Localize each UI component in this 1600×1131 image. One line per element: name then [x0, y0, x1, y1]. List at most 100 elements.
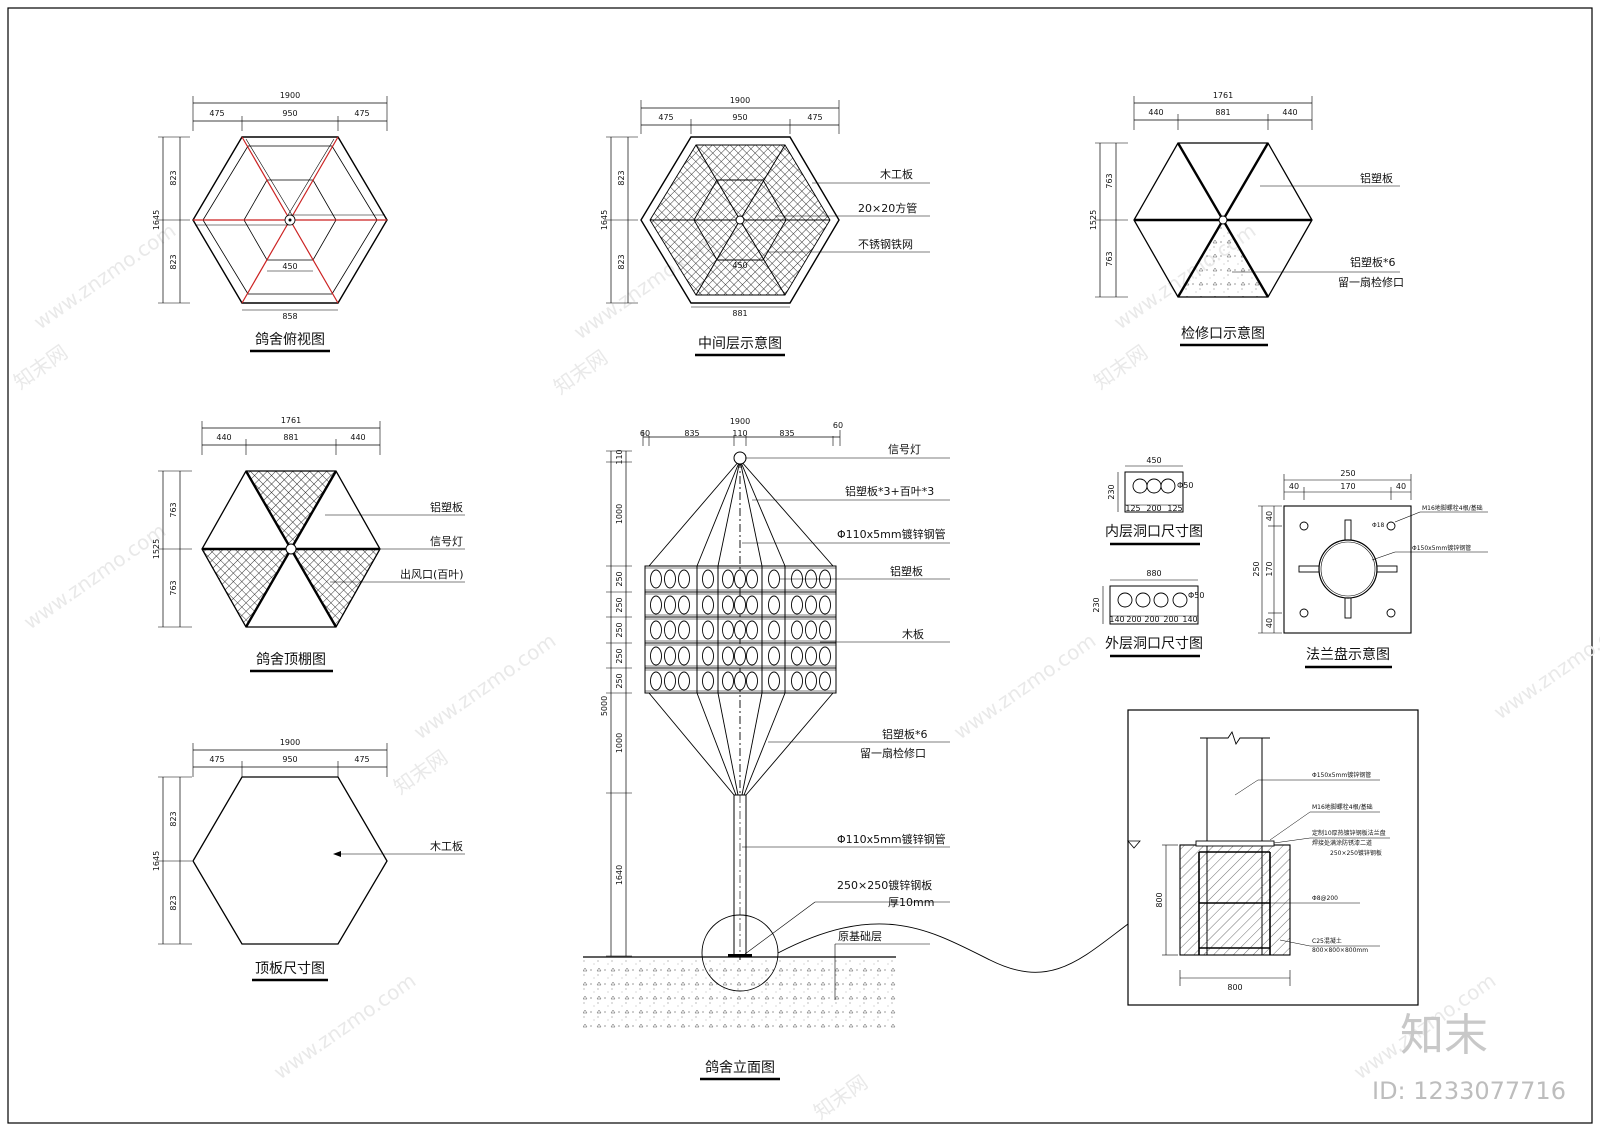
watermark-brand: 知末网 — [1089, 340, 1152, 394]
dim-bottom: 881 — [732, 309, 747, 318]
dim-h2: 763 — [1105, 251, 1114, 266]
dim-a: 60 — [640, 429, 650, 438]
title-top-plate: 顶板尺寸图 — [255, 961, 325, 977]
perch-hole — [768, 569, 780, 589]
dim-h2: 763 — [169, 580, 178, 595]
dim-e: 60 — [833, 421, 843, 430]
label-concrete: C25混凝土 — [1312, 937, 1342, 945]
title-top-view: 鸽舍俯视图 — [255, 331, 325, 348]
label-aluminum-panel: 铝塑板 — [430, 500, 463, 514]
dim-c: 110 — [732, 429, 747, 438]
label-steel-plate: 250×250镀锌钢板 — [1330, 849, 1382, 857]
dim-h: 230 — [1107, 484, 1116, 499]
dim-mid: 950 — [282, 755, 297, 764]
perch-hole — [722, 671, 734, 691]
middle-layer-view: 1900 475 950 475 823 823 1645 450 881 木工… — [600, 96, 930, 357]
dim-h2: 823 — [169, 895, 178, 910]
label-signal-light: 信号灯 — [888, 443, 921, 456]
perch-hole — [805, 671, 817, 691]
perch-hole — [768, 646, 780, 666]
label-steel-plate: 250×250镀锌钢板 — [837, 878, 932, 892]
perch-hole — [664, 569, 676, 589]
label-inspection-door: 留一扇检修口 — [1338, 275, 1404, 289]
perch-hole — [702, 569, 714, 589]
title-inner-hole: 内层洞口尺寸图 — [1105, 524, 1203, 540]
perch-hole — [805, 646, 817, 666]
label-steel-pipe: Φ110x5mm镀锌钢管 — [837, 527, 946, 541]
perch-hole — [746, 569, 758, 589]
perch-hole — [819, 620, 831, 640]
dim-b: 200 — [1146, 504, 1161, 513]
label-aluminum-panel-x6: 铝塑板*6 — [882, 727, 928, 741]
dim-h1: 823 — [169, 811, 178, 826]
perch-hole — [791, 646, 803, 666]
dim-total: 1761 — [1213, 91, 1233, 100]
dim-mid: 950 — [282, 109, 297, 118]
dim-right: 475 — [354, 755, 369, 764]
perch-hole — [678, 569, 690, 589]
watermark-site: www.znzmo.com — [269, 968, 420, 1084]
dim-c: 125 — [1167, 504, 1182, 513]
dim-h1: 823 — [169, 170, 178, 185]
label-panel-louver: 铝塑板*3+百叶*3 — [845, 484, 934, 498]
perch-hole — [805, 620, 817, 640]
label-wood-board: 木板 — [902, 627, 924, 641]
dim-v4: 250 — [615, 597, 624, 612]
label-bolt-diameter: Φ18 — [1372, 522, 1385, 529]
watermark-brand: 知末网 — [389, 745, 452, 799]
perch-hole — [664, 620, 676, 640]
perch-hole — [678, 595, 690, 615]
dim-h2: 823 — [169, 254, 178, 269]
perch-hole — [746, 620, 758, 640]
dim-v-total: 250 — [1252, 561, 1261, 576]
label-plywood: 木工板 — [880, 167, 913, 181]
dim-b: 200 — [1126, 615, 1141, 624]
perch-hole — [791, 595, 803, 615]
perch-hole — [819, 646, 831, 666]
perch-hole — [768, 595, 780, 615]
dim-v3: 40 — [1265, 618, 1274, 628]
inspection-view: 1761 440 881 440 763 763 1525 铝塑板 铝塑板*6 … — [1089, 91, 1404, 347]
dim-width: 800 — [1227, 983, 1242, 992]
watermark-brand: 知末网 — [9, 340, 72, 394]
dim-v3: 250 — [615, 571, 624, 586]
dim-total: 450 — [1146, 456, 1161, 465]
title-flange: 法兰盘示意图 — [1306, 646, 1390, 663]
dim-v5: 250 — [615, 622, 624, 637]
perch-hole — [734, 595, 746, 615]
label-thickness: 厚10mm — [888, 896, 934, 909]
title-middle-layer: 中间层示意图 — [698, 335, 782, 352]
perch-hole — [768, 620, 780, 640]
dim-h1: 763 — [1105, 173, 1114, 188]
label-steel-mesh: 不锈钢铁网 — [858, 238, 913, 251]
perch-hole — [791, 620, 803, 640]
dim-v1: 110 — [615, 449, 624, 464]
image-id: ID: 1233077716 — [1372, 1077, 1566, 1105]
perch-hole — [664, 671, 676, 691]
label-anchor-bolts: M16地脚螺栓4根/基础 — [1422, 504, 1483, 512]
inner-hole-view: 450 230 125 200 125 Φ50 内层洞口尺寸图 — [1105, 456, 1203, 546]
perch-hole — [722, 646, 734, 666]
label-signal-light: 信号灯 — [430, 535, 463, 548]
watermark-brand: 知末网 — [809, 1070, 872, 1124]
elevation-view: 1900 60 835 110 835 60 110 1000 250 250 … — [583, 417, 1129, 1081]
watermark-site: www.znzmo.com — [409, 628, 560, 744]
perch-hole — [664, 646, 676, 666]
sheet-border — [7, 7, 1593, 1124]
perch-hole — [819, 595, 831, 615]
dim-diameter: Φ50 — [1188, 591, 1204, 600]
dim-right: 440 — [350, 433, 365, 442]
perch-hole — [791, 671, 803, 691]
perch-hole — [678, 646, 690, 666]
dim-d: 200 — [1163, 615, 1178, 624]
dim-height: 800 — [1155, 892, 1164, 907]
dim-a: 125 — [1125, 504, 1140, 513]
roof-view: 1761 440 881 440 763 763 1525 铝塑板 信号灯 出风… — [152, 416, 465, 673]
dim-h-total: 1645 — [152, 851, 161, 871]
dim-inner: 450 — [282, 262, 297, 271]
dim-right: 475 — [807, 113, 822, 122]
label-base-layer: 原基础层 — [838, 930, 882, 943]
dim-left: 440 — [1148, 108, 1163, 117]
dim-total: 880 — [1146, 569, 1161, 578]
label-anti-rust: 焊接处满涂防锈漆二道 — [1312, 839, 1372, 847]
